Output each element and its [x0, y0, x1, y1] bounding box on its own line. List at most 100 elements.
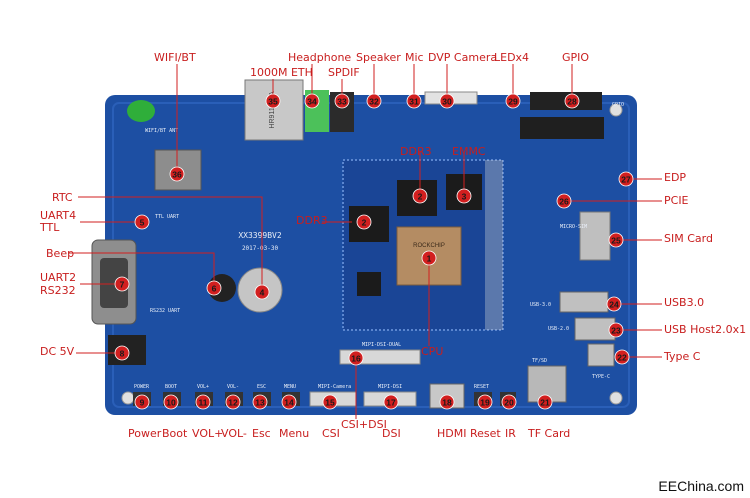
label-gpio: GPIO: [562, 51, 590, 64]
callout-number-emmc: 3: [462, 192, 467, 202]
callout-number-power: 9: [140, 398, 145, 408]
label-edp: EDP: [664, 171, 687, 184]
label-eth: 1000M ETH: [250, 66, 313, 79]
callout-marker-mic: [406, 93, 422, 109]
callout-number-hdmi: 18: [442, 398, 452, 408]
callout-number-ddr3-b: 2: [362, 218, 367, 228]
callout-marker-menu: [281, 394, 297, 410]
silk-power: POWER: [134, 384, 150, 390]
sim-holder: [579, 211, 611, 261]
callout-number-gpio: 28: [567, 97, 577, 107]
callout-number-simcard: 25: [611, 236, 621, 246]
silk-boot: BOOT: [165, 384, 177, 390]
silk-micro-sim: MICRO-SIM: [560, 224, 587, 230]
label-uart2-sub: RS232: [40, 284, 76, 297]
callout-number-ir: 20: [504, 398, 514, 408]
label-tfcard: TF Card: [528, 427, 571, 440]
watermark: EEChina.com: [658, 478, 744, 494]
label-pcie: PCIE: [664, 194, 689, 207]
callout-marker-reset: [477, 394, 493, 410]
callout-marker-volp: [195, 394, 211, 410]
callout-marker-spdif: [334, 93, 350, 109]
callout-marker-volm: [225, 394, 241, 410]
silk-tf: TF/SD: [532, 358, 547, 364]
callout-number-cpu: 1: [427, 254, 432, 264]
silk-typec: TYPE-C: [592, 374, 610, 380]
db9-inner: [100, 258, 128, 308]
callout-number-volp: 11: [199, 398, 208, 408]
callout-number-speaker: 32: [369, 97, 379, 107]
callout-number-beep: 6: [212, 284, 217, 294]
label-uart4: UART4: [40, 209, 77, 222]
callout-line-beep: [68, 252, 215, 288]
label-ddr3-b: DDR3: [296, 214, 328, 227]
silk-brand: XX3399BV2: [238, 231, 282, 240]
logo-sticker: [127, 100, 155, 122]
callout-number-esc: 13: [255, 398, 265, 408]
mount-hole: [609, 103, 623, 117]
label-spdif: SPDIF: [328, 66, 360, 79]
silk-wifi: WIFI/BT ANT: [145, 128, 178, 134]
callout-number-usbhost: 23: [611, 326, 621, 336]
eth-jack-text: HR911130A: [269, 91, 276, 128]
pmic-chip: [357, 272, 381, 296]
label-usbhost: USB Host2.0x1: [664, 323, 747, 336]
callout-marker-dvp: [439, 93, 455, 109]
label-cpu: CPU: [421, 345, 444, 358]
callout-number-dc5v: 8: [120, 349, 125, 359]
callout-number-volm: 12: [228, 398, 238, 408]
callout-line-rtc: [78, 196, 263, 292]
silk-ttl: TTL UART: [155, 214, 179, 220]
callout-number-dvp: 30: [442, 97, 452, 107]
callout-marker-gpio: [564, 93, 580, 109]
callout-marker-emmc: [456, 188, 472, 204]
callout-marker-headphone: [304, 93, 320, 109]
label-ledx4: LEDx4: [494, 51, 530, 64]
silk-rs232: RS232 UART: [150, 308, 180, 314]
label-dsi: DSI: [382, 427, 401, 440]
callout-marker-ddr3-b: [356, 214, 372, 230]
label-volp: VOL+: [192, 427, 224, 440]
callout-number-tfcard: 21: [540, 398, 550, 408]
module-connector: [485, 160, 503, 330]
ethernet-jack: [244, 79, 304, 141]
silk-mipi-dsi: MIPI-DSI-DUAL: [362, 342, 401, 348]
callout-marker-speaker: [366, 93, 382, 109]
callout-number-reset: 19: [480, 398, 490, 408]
silk-reset: RESET: [474, 384, 489, 390]
silk-volp: VOL+: [197, 384, 209, 390]
callout-number-csidsi: 16: [351, 354, 361, 364]
callout-number-boot: 10: [166, 398, 176, 408]
callout-number-uart4: 5: [140, 218, 145, 228]
callout-number-wifibt: 36: [172, 170, 182, 180]
callout-marker-usb30: [606, 296, 622, 312]
callout-marker-tfcard: [537, 394, 553, 410]
label-ddr3-a: DDR3: [400, 145, 432, 158]
label-usb30: USB3.0: [664, 296, 705, 309]
label-speaker: Speaker: [356, 51, 401, 64]
silk-mipi-dsi2: MIPI-DSI: [378, 384, 402, 390]
callout-marker-cpu: [421, 250, 437, 266]
label-hdmi: HDMI: [437, 427, 467, 440]
label-power: Power: [128, 427, 162, 440]
callout-marker-uart2: [114, 276, 130, 292]
label-headphone: Headphone: [288, 51, 352, 64]
pcie-slot: [520, 117, 604, 139]
label-dc5v: DC 5V: [40, 345, 75, 358]
callout-marker-typec: [614, 349, 630, 365]
callout-marker-dc5v: [114, 345, 130, 361]
mount-hole: [609, 391, 623, 405]
callout-marker-beep: [206, 280, 222, 296]
silk-date: 2017-03-30: [242, 245, 279, 252]
label-menu: Menu: [279, 427, 310, 440]
callout-marker-rtc: [254, 284, 270, 300]
label-csidsi: CSI+DSI: [341, 418, 387, 431]
callout-number-headphone: 34: [307, 97, 317, 107]
callout-number-spdif: 33: [337, 97, 347, 107]
callout-marker-usbhost: [608, 322, 624, 338]
callout-marker-esc: [252, 394, 268, 410]
label-boot: Boot: [162, 427, 188, 440]
callout-marker-wifibt: [169, 166, 185, 182]
label-wifibt: WIFI/BT: [154, 51, 196, 64]
